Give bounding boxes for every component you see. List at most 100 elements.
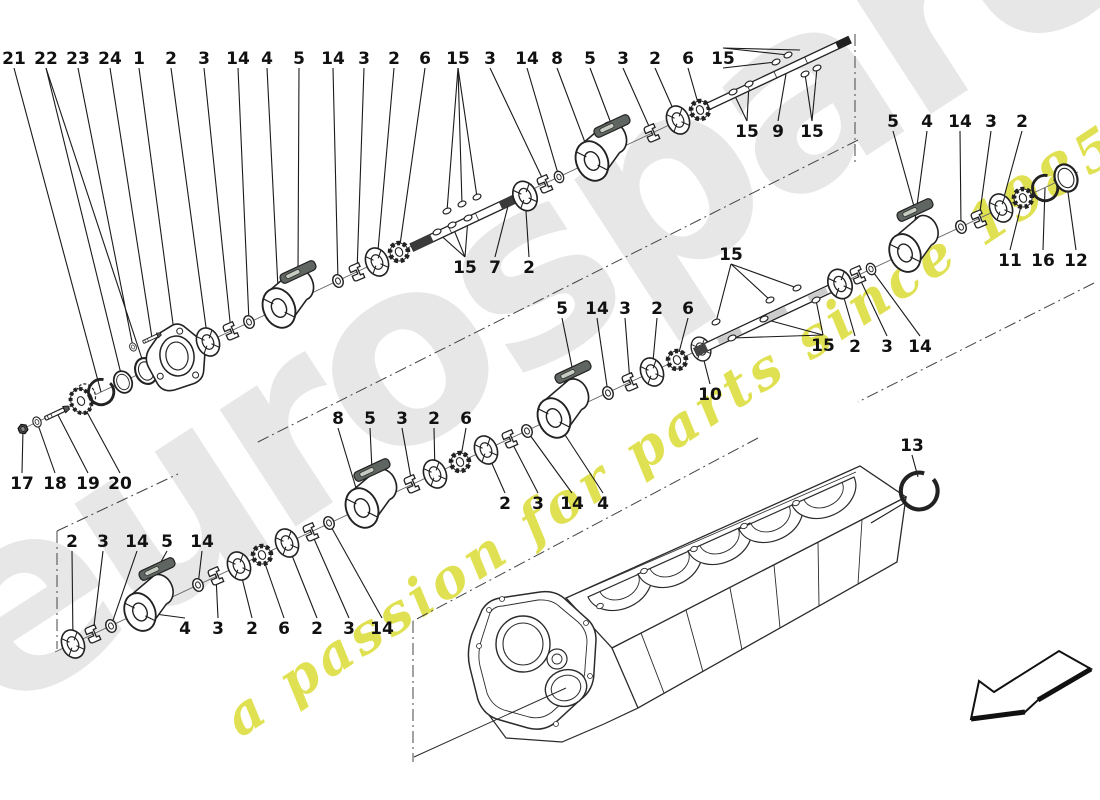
- callout-leader-line: [446, 67, 459, 212]
- bearing-cap-part: [507, 176, 543, 216]
- camshaft-assembly-lower: [56, 159, 1083, 663]
- callout-label: 13: [900, 436, 924, 456]
- woodruff-key-part: [441, 206, 453, 216]
- callout-label: 12: [1064, 251, 1088, 271]
- callout-label: 14: [370, 619, 394, 639]
- callout-label: 2: [523, 258, 535, 278]
- callout-label: 8: [551, 49, 563, 69]
- callout-leader-line: [811, 67, 818, 122]
- callout-leader-line: [715, 263, 732, 323]
- callout-label: 3: [619, 299, 631, 319]
- callout-label: 6: [460, 409, 472, 429]
- callout-label: 6: [682, 299, 694, 319]
- callout-leader-line: [561, 317, 574, 373]
- callout-leader-line: [110, 550, 138, 627]
- washer-part: [551, 169, 567, 185]
- callout-label: 4: [261, 49, 273, 69]
- callout-leader-line: [457, 67, 463, 205]
- callout-label: 3: [343, 619, 355, 639]
- callout-label: 15: [711, 49, 735, 69]
- callout-leader-line: [356, 67, 365, 273]
- callout-label: 4: [597, 494, 609, 514]
- callout-leader-line: [857, 274, 888, 337]
- callout-label: 14: [585, 299, 609, 319]
- callout-label: 3: [532, 494, 544, 514]
- callout-label: 19: [76, 474, 100, 494]
- woodruff-key-part: [811, 63, 823, 73]
- drive-gear-part: [66, 381, 101, 416]
- camshaft-assembly-upper: [16, 35, 852, 436]
- clip-part: [221, 321, 240, 342]
- callout-label: 9: [772, 122, 784, 142]
- washer-part: [519, 422, 535, 440]
- callout-leader-line: [369, 427, 373, 471]
- callout-label: 15: [800, 122, 824, 142]
- clip-part: [642, 123, 661, 144]
- callout-leader-line: [978, 130, 992, 220]
- clip-part: [347, 262, 366, 283]
- callout-leader-line: [494, 205, 509, 258]
- bearing-cap-part: [56, 625, 90, 663]
- callout-leader-line: [489, 67, 546, 185]
- clip-part: [402, 474, 421, 495]
- cam-lobe-part: [114, 569, 186, 637]
- sprocket-part: [387, 240, 411, 264]
- callout-leader-line: [71, 550, 74, 645]
- callout-label: 7: [489, 258, 501, 278]
- callout-label: 14: [321, 49, 345, 69]
- callout-leader-line: [763, 318, 824, 336]
- callout-leader-line: [45, 67, 124, 383]
- callout-leader-line: [815, 299, 824, 336]
- callout-label: 16: [1031, 251, 1055, 271]
- washer-part: [600, 384, 616, 402]
- callout-label: 22: [34, 49, 58, 69]
- callout-label: 5: [293, 49, 305, 69]
- callout-leader-line: [730, 263, 798, 289]
- callout-label: 15: [719, 245, 743, 265]
- woodruff-key-part: [770, 57, 782, 67]
- callout-label: 2: [388, 49, 400, 69]
- callout-leader-line: [959, 130, 962, 228]
- callout-label: 2: [1016, 112, 1028, 132]
- bearing-cap-part: [222, 547, 256, 585]
- callout-leader-line: [596, 317, 609, 394]
- callout-leader-line: [109, 67, 153, 339]
- callout-label: 23: [66, 49, 90, 69]
- callout-label: 14: [908, 337, 932, 357]
- callout-leader-line: [722, 47, 801, 51]
- seal-ring-part: [1049, 159, 1083, 197]
- callout-label: 24: [98, 49, 122, 69]
- nut-part: [16, 422, 30, 436]
- cam-lobe-part: [527, 373, 602, 444]
- callout-label: 2: [651, 299, 663, 319]
- callout-label: 3: [985, 112, 997, 132]
- callout-leader-line: [237, 67, 250, 323]
- washer-part: [330, 272, 346, 290]
- callout-label: 15: [811, 336, 835, 356]
- callout-label: 15: [453, 258, 477, 278]
- callout-leader-line: [332, 67, 339, 282]
- callout-label: 3: [212, 619, 224, 639]
- woodruff-key-part: [456, 199, 468, 209]
- callout-label: 3: [396, 409, 408, 429]
- callout-leader-line: [328, 522, 383, 619]
- callout-label: 3: [484, 49, 496, 69]
- callout-label: 10: [698, 385, 722, 405]
- callout-label: 2: [649, 49, 661, 69]
- callout-leader-line: [622, 67, 653, 134]
- callout-leader-line: [870, 268, 921, 337]
- circlip-13-part: [870, 468, 942, 524]
- callout-leader-line: [777, 73, 787, 122]
- callout-leader-line: [730, 263, 771, 301]
- woodruff-key-part: [782, 50, 794, 60]
- callout-label: 4: [921, 112, 933, 132]
- callout-label: 3: [881, 337, 893, 357]
- callout-label: 2: [165, 49, 177, 69]
- callout-label: 2: [849, 337, 861, 357]
- callout-leader-line: [297, 67, 300, 273]
- callout-leader-line: [266, 67, 280, 309]
- callout-leader-line: [92, 550, 104, 635]
- bearing-cap-part: [270, 524, 304, 562]
